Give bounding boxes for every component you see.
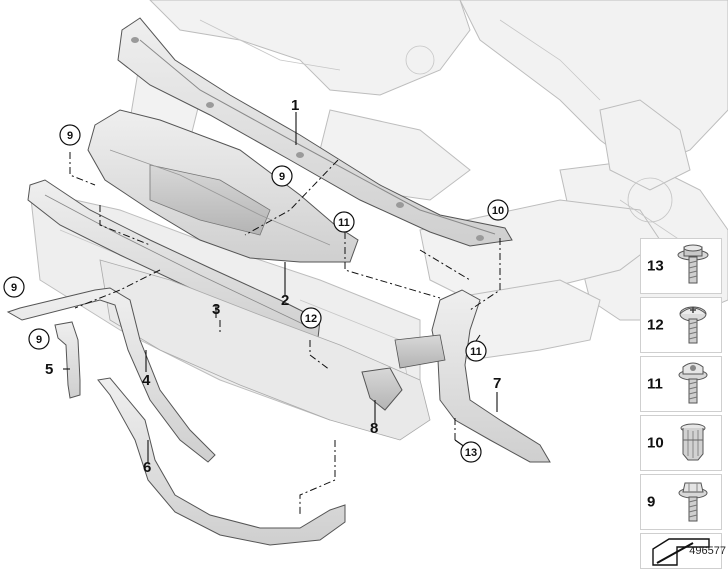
svg-text:10: 10 <box>492 205 504 217</box>
legend-item-11: 11 <box>640 356 722 412</box>
callout-2: 2 <box>281 292 289 309</box>
svg-text:11: 11 <box>338 217 350 229</box>
part-8-small-bracket <box>361 367 403 411</box>
legend-label: 10 <box>647 434 664 452</box>
legend-label: 9 <box>647 493 656 511</box>
part-5-bracket <box>54 321 81 399</box>
circled-callout-13: 13 <box>460 441 482 463</box>
circled-callout-9-middle: 9 <box>271 165 293 187</box>
hex-bolt-icon <box>678 482 708 522</box>
legend-label: 12 <box>647 316 664 334</box>
circled-callouts: 9 9 9 9 10 11 11 12 <box>3 124 509 463</box>
flange-bolt-icon <box>677 244 709 284</box>
part-2-cover-plate <box>87 109 359 263</box>
circled-callout-9-top: 9 <box>59 124 81 146</box>
part-callouts: 1 2 3 4 5 6 7 8 <box>45 97 501 476</box>
circled-callout-12: 12 <box>300 307 322 329</box>
legend-label: 13 <box>647 257 664 275</box>
expansion-nut-icon <box>680 423 706 461</box>
svg-text:11: 11 <box>470 346 482 358</box>
svg-text:9: 9 <box>279 171 285 183</box>
circled-callout-11-right: 11 <box>465 340 487 362</box>
legend-label: 11 <box>647 375 663 393</box>
callout-3: 3 <box>212 301 220 318</box>
part-4-diagonal-strut <box>6 287 216 463</box>
circled-callout-10: 10 <box>487 199 509 221</box>
bumper-carrier <box>99 259 431 441</box>
leader-lines <box>63 112 498 462</box>
circled-callout-9-bracket: 9 <box>28 328 50 350</box>
svg-text:13: 13 <box>465 447 477 459</box>
legend-item-10: 10 <box>640 415 722 471</box>
torx-pan-screw-icon <box>679 306 707 344</box>
reference-number: 496577 <box>689 545 726 557</box>
svg-text:12: 12 <box>305 313 317 325</box>
part-1-upper-cross-member <box>117 17 513 247</box>
fastener-legend: 13 12 11 10 <box>640 238 722 569</box>
part-6-lower-strut <box>97 377 346 546</box>
callout-8: 8 <box>370 420 378 437</box>
collar-screw-icon <box>678 362 708 404</box>
legend-item-12: 12 <box>640 297 722 353</box>
assembly-lines <box>69 152 501 515</box>
circled-callout-11-top: 11 <box>333 211 355 233</box>
circled-callout-9-left: 9 <box>3 276 25 298</box>
callout-7: 7 <box>493 375 501 392</box>
legend-item-13: 13 <box>640 238 722 294</box>
legend-item-9: 9 <box>640 474 722 530</box>
callout-5: 5 <box>45 361 53 378</box>
callout-1: 1 <box>291 97 299 114</box>
callout-6: 6 <box>143 459 151 476</box>
callout-4: 4 <box>142 372 151 389</box>
svg-text:9: 9 <box>11 282 17 294</box>
part-7-side-bracket <box>394 289 551 463</box>
svg-text:9: 9 <box>36 334 42 346</box>
svg-text:9: 9 <box>67 130 73 142</box>
